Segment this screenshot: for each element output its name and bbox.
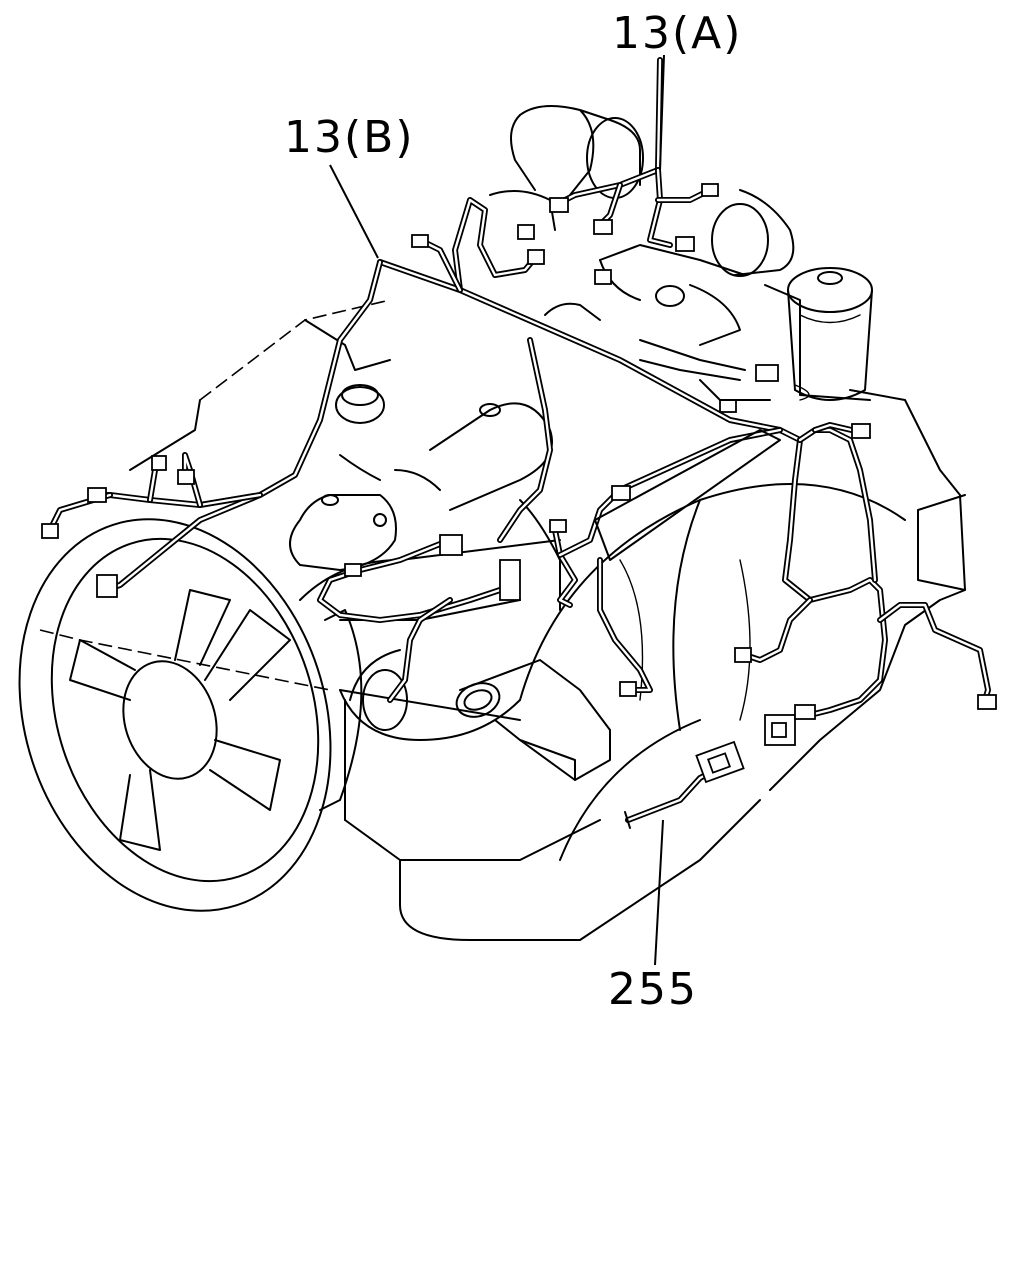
callout-255: 255 [608, 964, 698, 1015]
turbocharger [489, 105, 871, 401]
water-outlet [455, 659, 611, 781]
harness-13b-connector [755, 364, 779, 382]
harness-13b-connector-inner [771, 722, 787, 738]
sensor-255 [624, 740, 745, 829]
callout-13a: 13(A) [612, 8, 742, 59]
harness-13a-connector [701, 183, 719, 197]
harness-13b-connector [41, 523, 59, 539]
harness-13a-connector [675, 236, 695, 252]
harness-13b-connector [851, 423, 871, 439]
harness-13b-connector [96, 574, 118, 598]
harness-13b-connector [439, 534, 463, 556]
harness-13b-connector [411, 234, 429, 248]
harness-13b-connector [344, 563, 362, 577]
cooling-fan [18, 518, 363, 912]
harness-13b-connector [177, 469, 195, 485]
harness-13b-connector [151, 455, 167, 471]
harness-13b-connector [619, 681, 637, 697]
harness-13b-connector [499, 559, 521, 601]
leader-255 [654, 819, 664, 966]
harness-13a [549, 57, 719, 252]
harness-13b-connector [764, 714, 796, 746]
harness-13b-connector [734, 647, 752, 663]
leader-13b [329, 164, 379, 259]
harness-13b-connector [719, 399, 737, 413]
harness-13b-connector [527, 249, 545, 265]
sensor-255-connector-inner [706, 752, 732, 774]
harness-13a-connector [549, 197, 569, 213]
oil-filter [787, 267, 873, 401]
leader-13a [659, 54, 665, 171]
harness-13b [41, 197, 997, 746]
harness-13b-connector [794, 704, 816, 720]
harness-13b-connector [977, 694, 997, 710]
callout-13b: 13(B) [284, 112, 415, 163]
harness-13b-connector [549, 519, 567, 533]
leader-lines [329, 54, 665, 966]
harness-13a-connector [593, 219, 613, 235]
harness-13b-connector [611, 485, 631, 501]
harness-13b-connector [87, 487, 107, 503]
